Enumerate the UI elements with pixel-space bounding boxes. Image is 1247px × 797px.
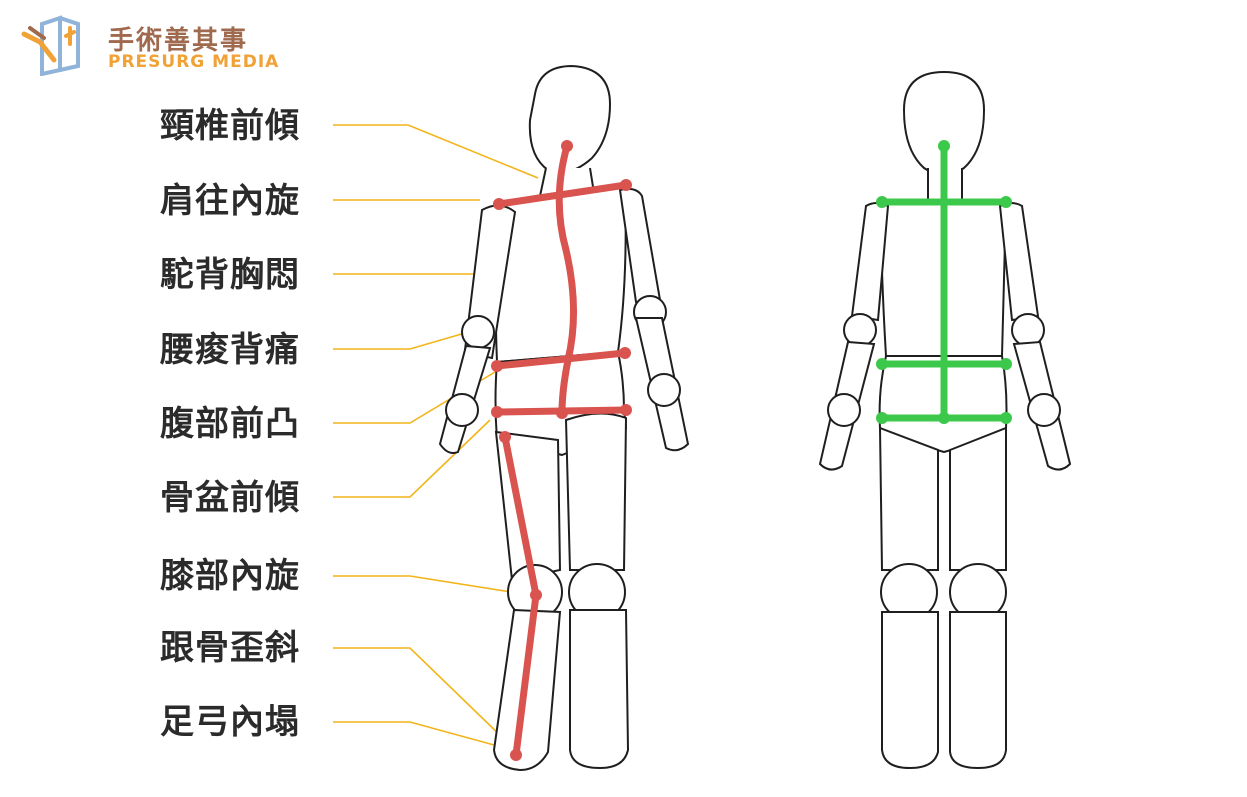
- red-point-hip-l: [491, 406, 503, 418]
- red-point-thigh: [499, 431, 511, 443]
- figure-right-thigh-l: [878, 426, 939, 571]
- figure-right-upper-arm-r: [998, 202, 1040, 322]
- red-point-waist-l: [491, 360, 503, 372]
- red-point-foot: [510, 749, 522, 761]
- figure-right-shin-r: [949, 611, 1007, 770]
- label-pelvis: 骨盆前傾: [160, 478, 300, 518]
- red-point-hip-c: [556, 407, 568, 419]
- leader-cervical: [333, 124, 539, 179]
- label-hunchback: 駝背胸悶: [160, 255, 300, 295]
- label-shoulder: 肩往內旋: [160, 181, 300, 221]
- red-point-hip-r: [620, 404, 632, 416]
- green-point-hip-r: [1000, 412, 1012, 424]
- red-point-waist-r: [619, 347, 631, 359]
- label-arch: 足弓內塌: [160, 702, 300, 742]
- leader-pelvis: [333, 419, 491, 498]
- figure-left-thigh-r: [564, 412, 628, 571]
- red-point-shoulder-r: [620, 179, 632, 191]
- green-point-waist-l: [876, 358, 888, 370]
- red-point-neck: [561, 140, 573, 152]
- brand-name-en: PRESURG MEDIA: [108, 52, 280, 72]
- figure-left-head: [528, 64, 612, 174]
- label-heel: 跟骨歪斜: [160, 628, 300, 668]
- label-lumbar: 腰痠背痛: [160, 330, 300, 370]
- green-point-waist-r: [1000, 358, 1012, 370]
- green-point-shoulder-r: [1000, 196, 1012, 208]
- figure-right-thigh-r: [949, 426, 1007, 571]
- label-cervical: 頸椎前傾: [160, 106, 300, 146]
- figure-right-wrist-l: [827, 393, 861, 427]
- figure-left-wrist-l: [445, 393, 479, 427]
- figure-right-head: [902, 70, 986, 176]
- brand-logo: 手術善其事 PRESURG MEDIA: [20, 14, 278, 76]
- figure-left-wrist-r: [647, 373, 681, 407]
- green-point-neck: [938, 140, 950, 152]
- misaligned-shoulder-line: [495, 181, 630, 208]
- alignment-points: [876, 140, 1012, 424]
- figure-left-elbow-l: [461, 315, 495, 349]
- leader-knee: [333, 575, 531, 596]
- leader-arch: [333, 721, 506, 749]
- red-point-knee: [530, 589, 542, 601]
- brand-name-cn: 手術善其事: [108, 26, 249, 56]
- green-point-shoulder-l: [876, 196, 888, 208]
- label-abdomen: 腹部前凸: [160, 404, 300, 444]
- figure-right-shin-l: [881, 611, 939, 770]
- figure-left-shin-r: [569, 609, 630, 770]
- misalignment-points: [491, 140, 632, 761]
- misaligned-waist-line: [493, 349, 629, 370]
- leader-heel: [333, 647, 506, 741]
- red-point-shoulder-l: [493, 198, 505, 210]
- figure-right-wrist-r: [1027, 393, 1061, 427]
- presurg-logo-icon: [21, 15, 80, 76]
- green-point-hip-c: [938, 412, 950, 424]
- alignment-lines: [878, 142, 1010, 422]
- label-knee: 膝部內旋: [160, 556, 300, 596]
- green-point-hip-l: [876, 412, 888, 424]
